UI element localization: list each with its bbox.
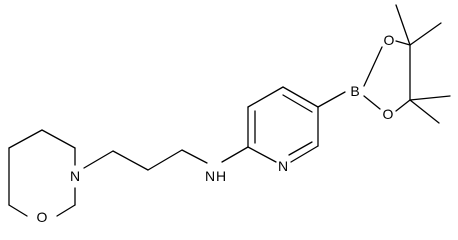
atom-n-amine: N <box>205 168 215 184</box>
bond <box>409 95 451 101</box>
bond <box>288 141 313 156</box>
bond <box>395 4 411 46</box>
atom-o-dioxaborolane-top: O <box>384 32 395 48</box>
bond <box>147 149 183 171</box>
bond <box>221 146 249 163</box>
bond <box>112 150 149 171</box>
bond <box>41 129 76 149</box>
atom-b-boron: B <box>350 83 359 99</box>
atom-n-pyridine: N <box>278 158 288 174</box>
bond <box>290 145 319 163</box>
bond <box>83 150 114 169</box>
bond <box>317 91 346 108</box>
bond <box>282 86 319 108</box>
bond <box>409 99 440 124</box>
atom-h-amine: H <box>216 168 226 184</box>
atom-labels: O N N H N B O O <box>37 32 395 225</box>
atom-n-morpholine: N <box>70 168 80 184</box>
bond <box>181 149 208 164</box>
bond <box>395 99 411 112</box>
atom-o-dioxaborolane-bottom: O <box>383 106 394 122</box>
bond <box>395 40 411 46</box>
bond <box>247 86 284 108</box>
bond <box>8 129 43 149</box>
atom-o-morpholine: O <box>37 209 48 225</box>
bond <box>56 204 76 217</box>
bond <box>363 95 381 110</box>
bond <box>282 94 313 113</box>
bond <box>409 22 442 46</box>
bond-lines <box>8 4 451 217</box>
bond <box>247 146 277 163</box>
bond <box>363 46 383 87</box>
bond <box>8 204 28 217</box>
